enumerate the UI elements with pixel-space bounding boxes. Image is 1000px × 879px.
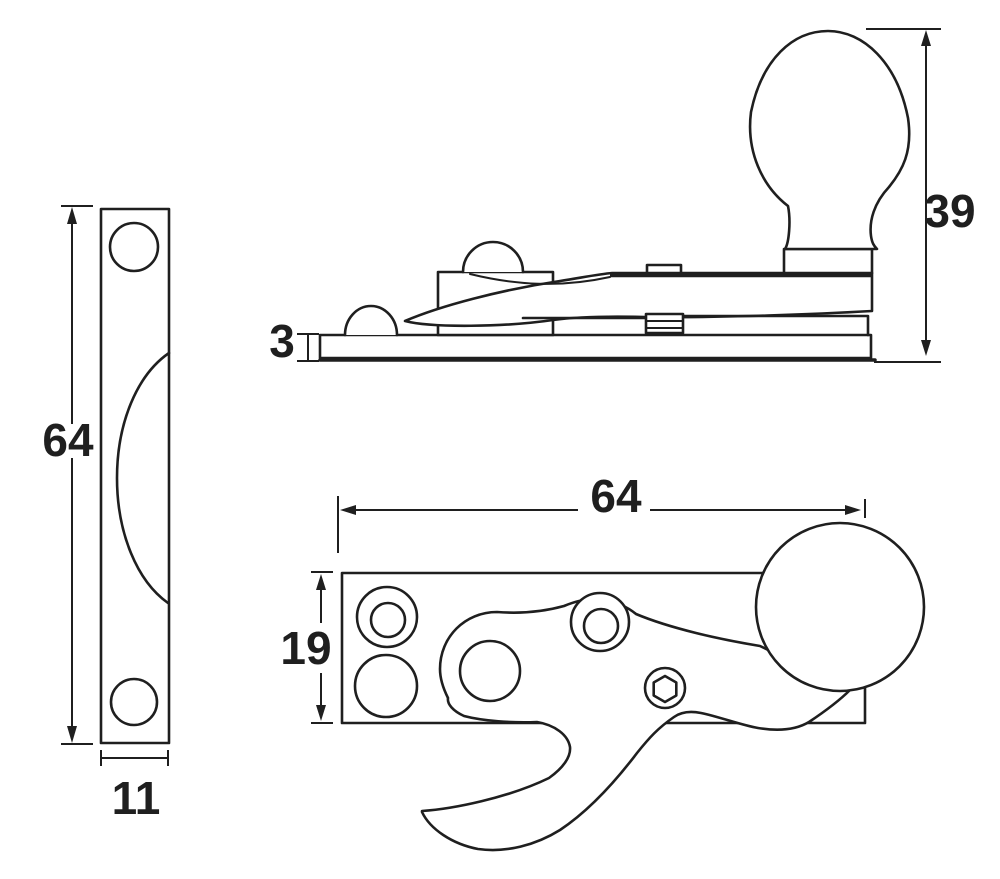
end-view-recess-arc [115,351,171,605]
end-view-plate [99,207,171,745]
plan-view-cam-boss-inner [582,607,620,645]
end-view: 64 11 [42,205,171,824]
dim-plan-length: 64 [337,470,866,553]
plan-view: 64 19 [280,470,926,852]
plan-view-cam-hook [420,597,852,852]
dim-side-height-extensions [866,28,941,363]
dim-side-height: 39 [866,28,976,363]
side-view-adjuster-nut-threads [645,320,684,329]
dim-end-height: 64 [42,205,94,745]
dim-end-height-label: 64 [42,414,94,466]
side-view-adjuster-nut [644,312,685,335]
dim-end-width: 11 [100,750,169,824]
dim-end-height-ticks [61,205,93,745]
side-view-top-tab [645,263,683,275]
plan-view-screw-hole-bottom [353,653,419,719]
dim-end-height-arrow-down [67,726,77,743]
plan-view-hex-nut [652,674,678,704]
dim-side-thickness-label: 3 [269,315,295,367]
dim-plan-width-arrow-down [316,705,326,721]
side-view-base-plate [318,333,873,360]
dim-plan-length-extensions [337,496,866,553]
dim-end-height-arrow-up [67,207,77,224]
dim-plan-width-label: 19 [280,622,331,674]
side-view: 3 39 [269,28,976,367]
side-view-knob-collar [782,247,874,275]
dim-side-thickness-bracket [297,333,319,362]
plan-view-pivot-hole [458,639,522,703]
dim-side-height-arrow-down [921,340,931,356]
dim-plan-width-arrow-up [316,574,326,590]
dim-side-thickness: 3 [269,315,319,367]
side-view-knob [748,29,911,251]
end-view-screw-hole-top [108,221,160,273]
side-view-cam-twist-edge [469,273,611,285]
plan-view-screw-hole-top-inner [369,601,407,639]
side-view-screw-dome-block [461,240,525,274]
side-view-lower-flange [521,314,870,337]
dim-plan-width-ticks [311,571,333,724]
dim-side-height-arrow-up [921,30,931,46]
dim-plan-length-label: 64 [590,470,642,522]
plan-view-hex-boss [643,666,687,710]
dim-plan-length-arrow-right [845,505,861,515]
plan-view-knob [754,521,926,693]
end-view-screw-hole-bottom [109,677,159,727]
dim-end-width-label: 11 [112,772,161,824]
dim-plan-width: 19 [280,571,333,724]
dim-plan-length-arrow-left [340,505,356,515]
dim-end-width-line [100,750,169,766]
side-view-screw-dome-left [343,304,399,337]
dim-side-height-label: 39 [924,185,975,237]
